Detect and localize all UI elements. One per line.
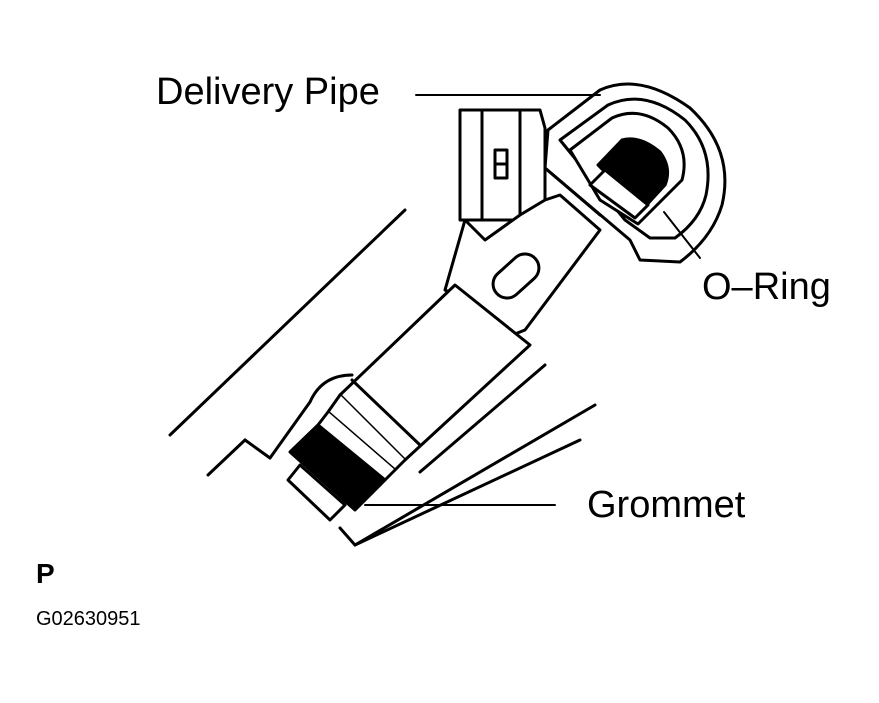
o-ring: [588, 137, 670, 220]
o-ring-leader: [663, 211, 701, 259]
injector-barrel: [316, 283, 532, 482]
cylinder-head-outline: [168, 208, 597, 547]
label-o-ring: O–Ring: [702, 266, 831, 308]
injector-connector: [458, 108, 547, 222]
label-grommet: Grommet: [587, 484, 746, 526]
view-marker: P: [36, 558, 55, 589]
leader-lines: [364, 94, 701, 506]
figure-id: G02630951: [36, 608, 141, 630]
label-delivery-pipe: Delivery Pipe: [156, 71, 380, 113]
grommet: [286, 423, 387, 522]
